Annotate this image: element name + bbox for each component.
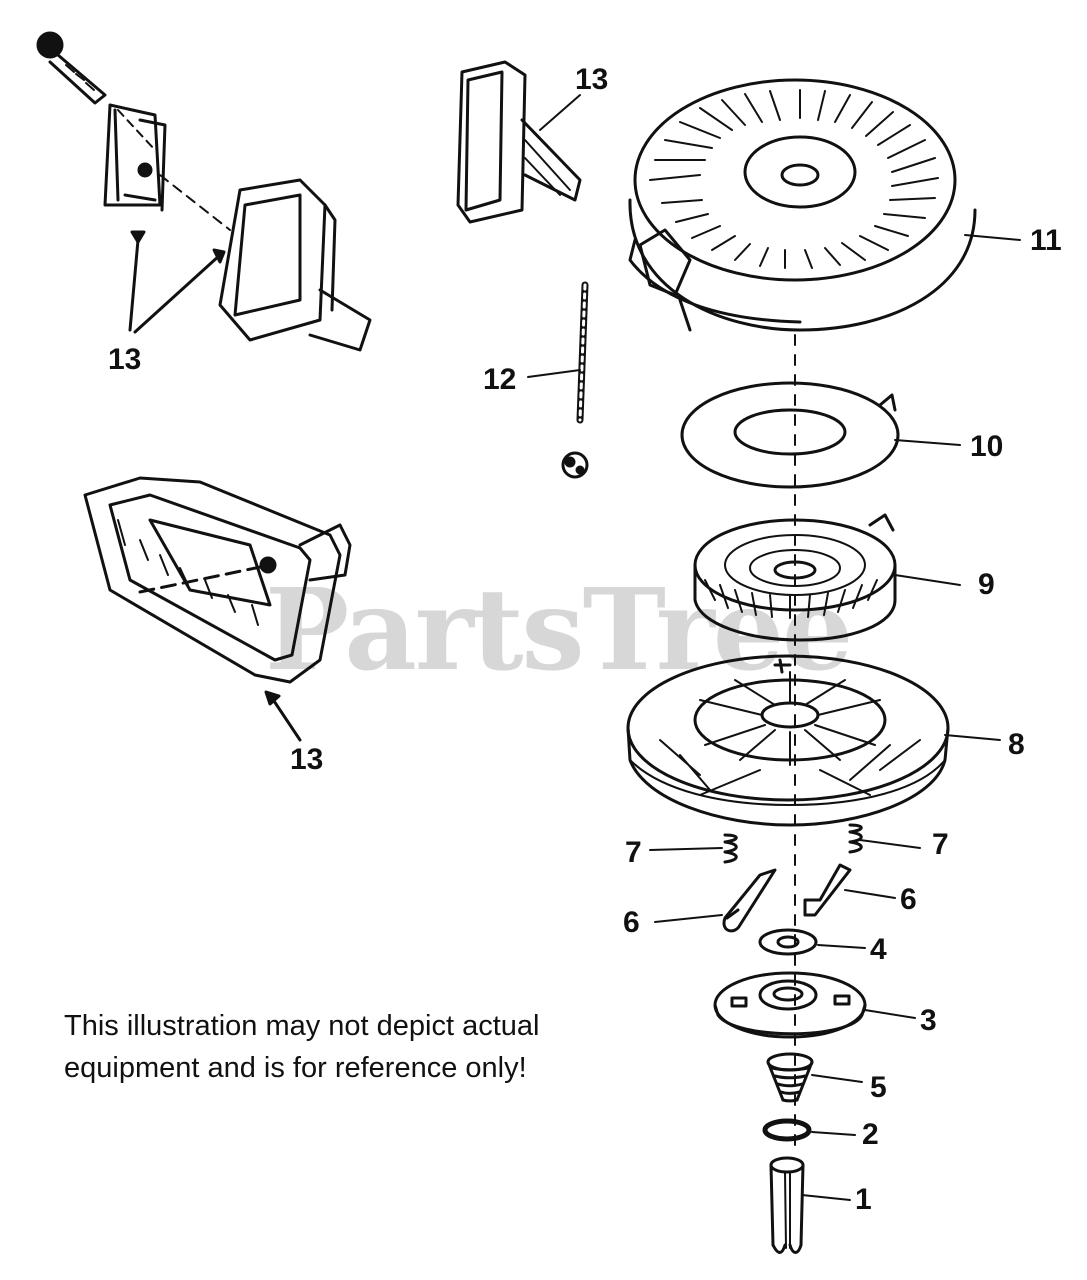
- callout-9: 9: [978, 568, 995, 601]
- callout-10: 10: [970, 430, 1004, 463]
- callout-8: 8: [1008, 728, 1025, 761]
- callout-6-right: 6: [900, 883, 917, 916]
- housing-drawing: [628, 78, 1021, 332]
- disclaimer-note: This illustration may not depict actual …: [64, 1005, 644, 1089]
- small-washer-drawing: [762, 1118, 856, 1142]
- callout-7-right: 7: [932, 828, 949, 861]
- callout-13-bracket: 13: [108, 343, 142, 376]
- plate-drawing: [680, 381, 961, 489]
- springs-7-drawing: [649, 823, 921, 864]
- callout-13-grip: 13: [575, 63, 609, 96]
- callout-2: 2: [862, 1118, 879, 1151]
- handle-bracket-drawing: [103, 103, 231, 231]
- spring-drawing: [693, 513, 961, 642]
- callout-6-left: 6: [623, 906, 640, 939]
- callout-5: 5: [870, 1071, 887, 1104]
- disclaimer-line-2: equipment and is for reference only!: [64, 1052, 527, 1084]
- callout-arrows-13a: [128, 230, 226, 334]
- handle-pad-drawing: [83, 476, 352, 742]
- pawls-drawing: [654, 863, 896, 933]
- retainer-drawing: [713, 971, 916, 1039]
- watermark: PartsTree: [265, 565, 853, 696]
- callout-4: 4: [870, 933, 887, 966]
- callout-13-pad: 13: [290, 743, 324, 776]
- washer-drawing: [758, 928, 866, 956]
- callout-11: 11: [1030, 224, 1062, 257]
- cone-spring-drawing: [766, 1052, 863, 1103]
- callout-7-left: 7: [625, 836, 642, 869]
- handle-bolt-drawing: [36, 31, 107, 105]
- disclaimer-line-1: This illustration may not depict actual: [64, 1010, 540, 1042]
- rope-drawing: [527, 281, 589, 479]
- callout-1: 1: [855, 1183, 872, 1216]
- grip-drawing: [456, 60, 582, 224]
- handle-grip-drawing: [218, 178, 372, 352]
- callout-12: 12: [483, 363, 517, 396]
- pulley-drawing: [626, 654, 1001, 827]
- pin-drawing: [769, 1156, 851, 1254]
- callout-3: 3: [920, 1004, 937, 1037]
